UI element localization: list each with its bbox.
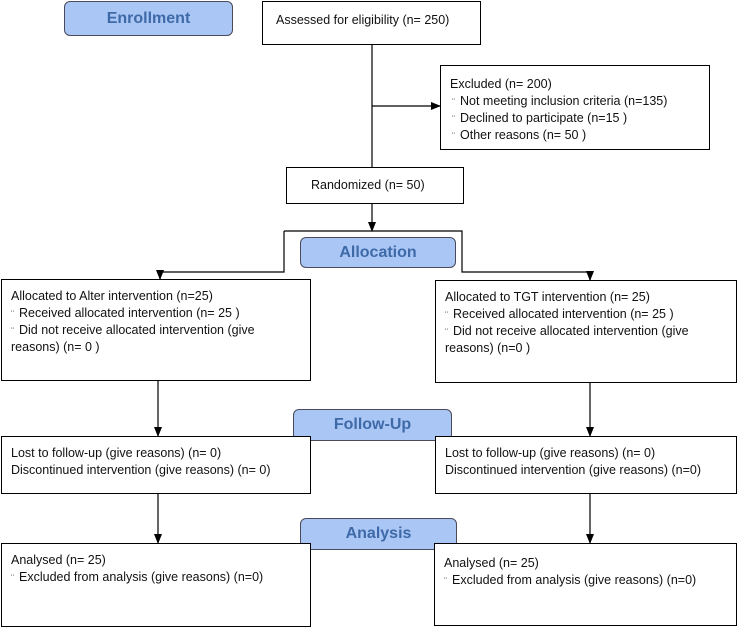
stage-enrollment: Enrollment (64, 1, 233, 36)
left-allocation-title: Allocated to Alter intervention (n=25) (11, 289, 213, 303)
right-allocation-title: Allocated to TGT intervention (n= 25) (445, 290, 650, 304)
left-allocation-box: Allocated to Alter intervention (n=25) ¨… (1, 279, 311, 381)
excluded-box: Excluded (n= 200) ¨Not meeting inclusion… (440, 65, 710, 150)
right-allocation-box: Allocated to TGT intervention (n= 25) ¨R… (435, 280, 737, 383)
left-followup-box: Lost to follow-up (give reasons) (n= 0) … (1, 436, 311, 494)
list-item: ¨Did not receive allocated intervention … (11, 323, 255, 354)
allocation-bracket-left (159, 231, 285, 279)
list-item: ¨Declined to participate (n=15 ) (452, 111, 628, 125)
list-item: ¨Received allocated intervention (n= 25 … (445, 307, 674, 321)
left-analysis-title: Analysed (n= 25) (11, 553, 106, 567)
list-item: ¨Received allocated intervention (n= 25 … (11, 306, 240, 320)
right-analysis-box: Analysed (n= 25) ¨Excluded from analysis… (434, 543, 737, 626)
left-analysis-box: Analysed (n= 25) ¨Excluded from analysis… (1, 543, 311, 627)
randomized-text: Randomized (n= 50) (311, 178, 425, 192)
list-item: ¨Excluded from analysis (give reasons) (… (11, 570, 264, 584)
left-followup-lost: Lost to follow-up (give reasons) (n= 0) (11, 446, 222, 460)
excluded-title: Excluded (n= 200) (450, 77, 552, 91)
stage-followup: Follow-Up (293, 409, 452, 441)
list-item: ¨Did not receive allocated intervention … (445, 324, 689, 355)
right-analysis-title: Analysed (n= 25) (444, 556, 539, 570)
stage-allocation: Allocation (300, 237, 456, 268)
left-followup-discontinued: Discontinued intervention (give reasons)… (11, 463, 271, 477)
right-followup-box: Lost to follow-up (give reasons) (n= 0) … (435, 436, 737, 494)
assessed-box: Assessed for eligibility (n= 250) (262, 1, 481, 45)
list-item: ¨Not meeting inclusion criteria (n=135) (452, 94, 668, 108)
list-item: ¨Other reasons (n= 50 ) (452, 128, 587, 142)
stage-analysis: Analysis (300, 518, 457, 550)
right-followup-lost: Lost to follow-up (give reasons) (n= 0) (445, 446, 656, 460)
list-item: ¨Excluded from analysis (give reasons) (… (444, 573, 697, 587)
assessed-text: Assessed for eligibility (n= 250) (276, 13, 450, 27)
right-followup-discontinued: Discontinued intervention (give reasons)… (445, 463, 702, 477)
randomized-box: Randomized (n= 50) (286, 167, 464, 204)
